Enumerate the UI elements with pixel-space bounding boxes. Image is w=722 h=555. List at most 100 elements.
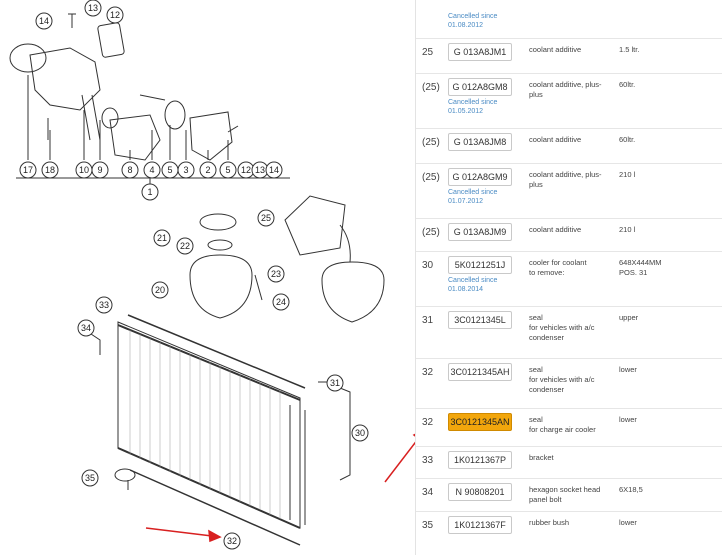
- part-position: 31: [422, 315, 434, 326]
- label-32: 32: [227, 536, 237, 546]
- lower-seal: [129, 469, 301, 546]
- part-position: (25): [422, 227, 440, 238]
- bolt: [139, 94, 166, 101]
- coolant-flange-2: [189, 111, 233, 161]
- upper-seal: [127, 314, 306, 389]
- part-position: 35: [422, 520, 434, 531]
- part-number[interactable]: G 013A8JM9: [448, 223, 512, 241]
- part-number[interactable]: 3C0121345AH: [448, 363, 512, 381]
- label-30: 30: [355, 428, 365, 438]
- part-info: 210 l: [619, 170, 636, 179]
- part-description: coolant additive: [529, 45, 582, 54]
- part-position: 30: [422, 260, 434, 271]
- label-10: 10: [79, 165, 89, 175]
- part-info: 60ltr.: [619, 80, 636, 89]
- part-info: 210 l: [619, 225, 636, 234]
- gasket-ring: [9, 43, 47, 73]
- part-number[interactable]: G 012A8GM9: [448, 168, 512, 186]
- temperature-sensor: [97, 22, 125, 58]
- label-3: 3: [183, 165, 188, 175]
- part-info: 60ltr.: [619, 135, 636, 144]
- part-position: (25): [422, 172, 440, 183]
- radiator-tank: [289, 405, 306, 525]
- part-info: 1.5 ltr.: [619, 45, 640, 54]
- radiator-core: [117, 321, 301, 529]
- label-12b: 12: [241, 165, 251, 175]
- rubber-bush: [114, 468, 136, 482]
- part-row[interactable]: (25) G 013A8JM9 coolant additive 210 l: [416, 218, 722, 252]
- label-23: 23: [271, 269, 281, 279]
- part-description: coolant additive: [529, 225, 582, 234]
- parts-diagram: 14 13 12 17 18 10 9 8 4 5 3 2 5 12 13 14…: [9, 0, 415, 550]
- label-14b: 14: [269, 165, 279, 175]
- bolt-2: [227, 125, 239, 133]
- part-row[interactable]: (25) G 013A8JM8 coolant additive 60ltr.: [416, 128, 722, 164]
- part-position: 25: [422, 47, 434, 58]
- part-description: bracket: [529, 453, 554, 462]
- part-number[interactable]: 1K0121367P: [448, 451, 512, 469]
- cap-seal: [207, 239, 233, 251]
- o-ring-2: [101, 107, 119, 129]
- part-row[interactable]: 33 1K0121367P bracket: [416, 446, 722, 479]
- part-position: 32: [422, 367, 434, 378]
- part-position: 32: [422, 417, 434, 428]
- part-description: coolant additive, plus-plus: [529, 80, 602, 99]
- part-position: 34: [422, 487, 434, 498]
- expansion-tank-2: [321, 261, 385, 323]
- part-number-highlighted[interactable]: 3C0121345AN: [448, 413, 512, 431]
- part-info: lower: [619, 415, 637, 424]
- part-number[interactable]: G 013A8JM8: [448, 133, 512, 151]
- parts-list: Cancelled since 01.08.2012 25 G 013A8JM1 c…: [415, 0, 722, 555]
- label-13: 13: [88, 3, 98, 13]
- label-24: 24: [276, 297, 286, 307]
- label-14: 14: [39, 16, 49, 26]
- label-31: 31: [330, 378, 340, 388]
- part-row[interactable]: 25 G 013A8JM1 coolant additive 1.5 ltr.: [416, 38, 722, 74]
- clip: [68, 13, 76, 28]
- o-ring: [164, 100, 186, 130]
- label-22: 22: [180, 241, 190, 251]
- label-2: 2: [205, 165, 210, 175]
- part-number[interactable]: G 012A8GM8: [448, 78, 512, 96]
- top-cancelled-note: Cancelled since 01.08.2012: [448, 13, 498, 29]
- part-info: 6X18,5: [619, 485, 643, 494]
- label-21: 21: [157, 233, 167, 243]
- part-row[interactable]: 35 1K0121367F rubber bush lower: [416, 511, 722, 555]
- label-5b: 5: [225, 165, 230, 175]
- label-9: 9: [97, 165, 102, 175]
- label-13b: 13: [255, 165, 265, 175]
- label-34: 34: [81, 323, 91, 333]
- part-info: lower: [619, 518, 637, 527]
- label-18: 18: [45, 165, 55, 175]
- part-number[interactable]: 3C0121345L: [448, 311, 512, 329]
- part-description: rubber bush: [529, 518, 570, 527]
- bottle-spout: [339, 224, 351, 263]
- part-number[interactable]: 5K0121251J: [448, 256, 512, 274]
- label-25: 25: [261, 213, 271, 223]
- label-1: 1: [147, 187, 152, 197]
- label-12: 12: [110, 10, 120, 20]
- red-arrow-diagram: [145, 527, 213, 537]
- part-info: lower: [619, 365, 637, 374]
- part-number[interactable]: N 90808201: [448, 483, 512, 501]
- label-5: 5: [167, 165, 172, 175]
- part-position: 33: [422, 455, 434, 466]
- part-position: (25): [422, 137, 440, 148]
- label-17: 17: [23, 165, 33, 175]
- expansion-tank: [189, 254, 253, 319]
- part-description: coolant additive: [529, 135, 582, 144]
- part-number[interactable]: G 013A8JM1: [448, 43, 512, 61]
- tank-cap: [199, 213, 237, 231]
- part-number[interactable]: 1K0121367F: [448, 516, 512, 534]
